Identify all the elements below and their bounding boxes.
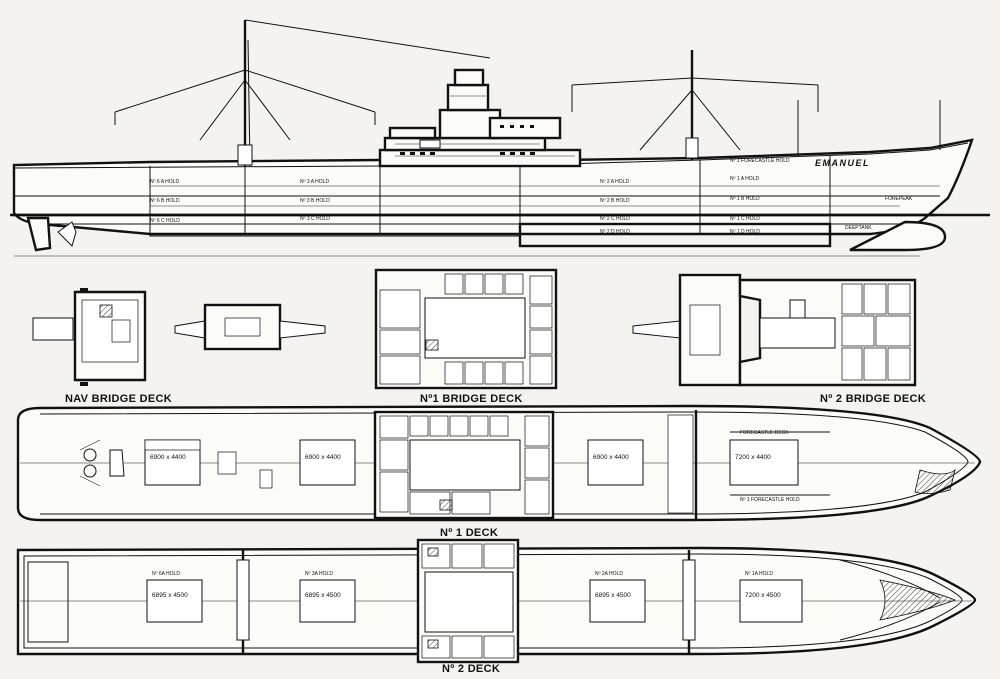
label-no2d: Nº 2 D HOLD (600, 229, 630, 235)
label-no6a: Nº 6 A HOLD (150, 179, 179, 185)
no1-deck-hatch-d: 7200 x 4400 (735, 454, 771, 461)
nav-bridge-deck-plan: NAV BRIDGE DECK (32, 288, 326, 405)
label-no2-hold-1a: Nº 1A HOLD (745, 571, 773, 577)
hold-labels: Nº 6 A HOLD Nº 3 A HOLD Nº 2 A HOLD Nº 1… (150, 158, 913, 235)
no2-deck-hatch-2a: 6895 x 4500 (595, 592, 631, 599)
bulbous-bow (849, 220, 947, 252)
label-forepeak: FOREPEAK (885, 196, 913, 202)
no1-deck-hatch-a: 6900 x 4400 (150, 454, 186, 461)
no2-bridge-deck-plan: Nº 2 BRIDGE DECK (632, 273, 926, 405)
label-fwd-hold: Nº 1 FORECASTLE HOLD (730, 158, 790, 164)
label-no2c: Nº 2 C HOLD (600, 216, 630, 222)
no1-deck-hatch-b: 6900 x 4400 (305, 454, 341, 461)
label-no1c: Nº 1 C HOLD (730, 216, 760, 222)
label-no6b: Nº 6 B HOLD (150, 198, 180, 204)
label-no2-hold-6a: Nº 6A HOLD (152, 571, 180, 577)
title-no2-bridge: Nº 2 BRIDGE DECK (820, 393, 926, 405)
title-nav-bridge: NAV BRIDGE DECK (65, 393, 172, 405)
no1-deck-hatch-c: 6900 x 4400 (593, 454, 629, 461)
title-no1-deck: Nº 1 DECK (440, 527, 498, 539)
label-forecastle-hold: Nº 1 FORECASTLE HOLD (740, 497, 800, 503)
label-no1d: Nº 1 D HOLD (730, 229, 760, 235)
profile-elevation: Nº 6 A HOLD Nº 3 A HOLD Nº 2 A HOLD Nº 1… (10, 19, 990, 257)
no2-deck-plan: Nº 6A HOLD 6895 x 4500 Nº 3A HOLD 6895 x… (16, 538, 977, 675)
fore-mast-rigging (571, 50, 941, 160)
aft-mast-rigging (114, 19, 491, 167)
label-no3b: Nº 3 B HOLD (300, 198, 330, 204)
label-no6c: Nº 6 C HOLD (150, 218, 180, 224)
no1-deck-plan: 6900 x 4400 6900 x 4400 6900 x 4400 (16, 404, 982, 539)
label-no2a: Nº 2 A HOLD (600, 179, 629, 185)
label-no2-hold-3a: Nº 3A HOLD (305, 571, 333, 577)
label-no1b: Nº 1 B HOLD (730, 196, 760, 202)
label-no3c: Nº 3 C HOLD (300, 216, 330, 222)
superstructure (378, 68, 582, 168)
rudder (26, 216, 52, 252)
label-no2-hold-2a: Nº 2A HOLD (595, 571, 623, 577)
label-forecastle-deck: FORECASTLE DECK (740, 430, 789, 436)
funnel (453, 68, 485, 87)
no1-bridge-deck-plan: Nº1 BRIDGE DECK (374, 268, 558, 405)
label-no3a: Nº 3 A HOLD (300, 179, 329, 185)
label-deeptank: DEEPTANK (845, 225, 872, 231)
no2-deck-hatch-6a: 6895 x 4500 (152, 592, 188, 599)
ship-name: EMANUEL (815, 158, 870, 168)
label-no1a: Nº 1 A HOLD (730, 176, 759, 182)
title-no1-bridge: Nº1 BRIDGE DECK (420, 393, 523, 405)
no2-deck-hatch-1a: 7200 x 4500 (745, 592, 781, 599)
no2-deck-hatch-3a: 6895 x 4500 (305, 592, 341, 599)
title-no2-deck: Nº 2 DECK (442, 663, 500, 675)
propeller (57, 221, 77, 247)
label-no2b: Nº 2 B HOLD (600, 198, 630, 204)
